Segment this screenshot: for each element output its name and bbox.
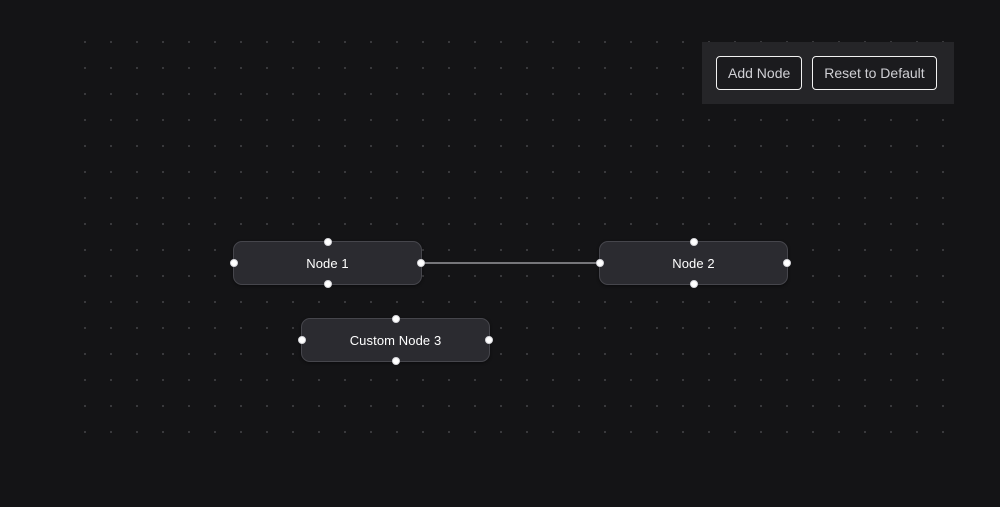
node-1[interactable]: Node 1 bbox=[230, 238, 425, 288]
node-2-handle-top[interactable] bbox=[689, 238, 698, 246]
node-3[interactable]: Custom Node 3 bbox=[298, 315, 493, 365]
controls-panel: Add Node Reset to Default bbox=[702, 42, 954, 104]
node-3-label: Custom Node 3 bbox=[349, 332, 442, 348]
node-2-handle-bottom[interactable] bbox=[689, 280, 698, 288]
node-2-handle-right[interactable] bbox=[783, 259, 791, 267]
node-3-handle-top[interactable] bbox=[391, 315, 400, 323]
node-2[interactable]: Node 2 bbox=[596, 238, 791, 288]
node-2-label: Node 2 bbox=[672, 255, 715, 271]
node-1-handle-bottom[interactable] bbox=[323, 280, 332, 288]
node-1-handle-top[interactable] bbox=[323, 238, 332, 246]
node-1-handle-right[interactable] bbox=[417, 259, 425, 267]
node-3-handle-right[interactable] bbox=[485, 336, 493, 344]
node-1-label: Node 1 bbox=[306, 255, 349, 271]
add-node-button[interactable]: Add Node bbox=[716, 56, 803, 90]
node-3-handle-left[interactable] bbox=[298, 336, 306, 344]
node-1-handle-left[interactable] bbox=[230, 259, 238, 267]
reset-to-default-button[interactable]: Reset to Default bbox=[812, 56, 937, 90]
node-2-handle-left[interactable] bbox=[596, 259, 604, 267]
node-3-handle-bottom[interactable] bbox=[391, 357, 400, 365]
